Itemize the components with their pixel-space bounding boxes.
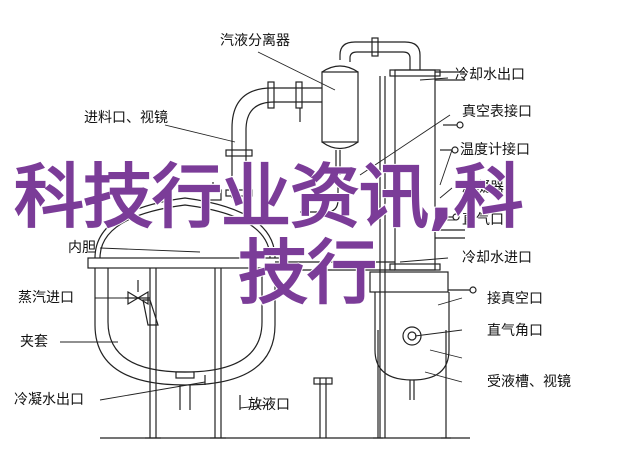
label-cooling-water-inlet: 冷却水进口 (462, 250, 532, 266)
watermark-line-2: 技行 (237, 232, 378, 314)
separator-to-condenser-pipe (339, 37, 421, 70)
condenser (379, 69, 465, 438)
label-air-port: 直气口 (462, 212, 504, 228)
label-inner-vessel: 内胆 (68, 240, 96, 256)
label-cooling-water-outlet: 冷却水出口 (455, 67, 525, 83)
watermark-line-1: 科技行业资讯,科 (13, 156, 525, 238)
vapour-pipe (225, 81, 322, 198)
label-direct-air-port: 直气角口 (487, 323, 543, 339)
label-condensate-outlet: 冷凝水出口 (14, 392, 84, 408)
label-steam-separator: 汽液分离器 (220, 33, 290, 49)
label-discharge-outlet: 放液口 (248, 397, 290, 413)
label-thermometer-port: 温度计接口 (460, 142, 530, 158)
label-steam-inlet: 蒸汽进口 (18, 290, 74, 306)
main-vessel (87, 197, 283, 439)
label-vacuum-port: 接真空口 (487, 291, 543, 307)
steam-inlet-valve (125, 280, 159, 326)
label-vacuum-gauge-port: 真空表接口 (462, 104, 532, 120)
receiver-tank (369, 271, 477, 439)
label-feed-inlet-sight: 进料口、视镜 (84, 110, 168, 126)
steam-separator (321, 65, 359, 175)
label-receiver-sight: 受液槽、视镜 (487, 374, 571, 390)
label-jacket: 夹套 (20, 334, 48, 350)
leader-lines (60, 51, 463, 409)
label-condenser: 冷凝器 (462, 180, 504, 196)
